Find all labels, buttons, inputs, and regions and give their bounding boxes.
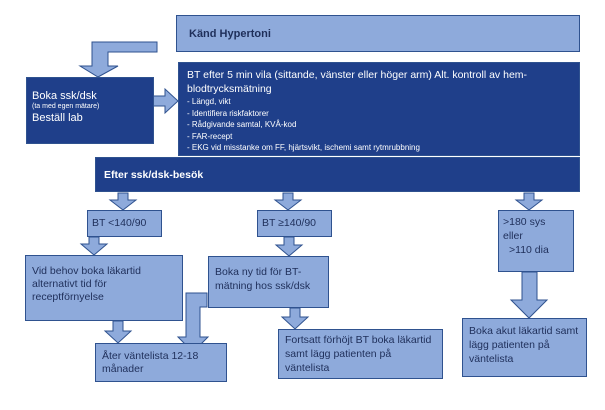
after-visit-label: Efter ssk/dsk-besök <box>104 169 204 181</box>
branch-low-label: BT <140/90 <box>92 217 147 229</box>
arrow-to-mid-branch <box>273 192 303 211</box>
left-box-line3: Beställ lab <box>32 112 83 124</box>
outcome-new-time-box: Boka ny tid för BT-mätning hos ssk/dsk <box>208 256 329 308</box>
arrow-header-to-left-box <box>78 41 158 78</box>
outcome-persistent-box: Fortsatt förhöjt BT boka läkartid samt l… <box>278 329 443 379</box>
outcome-waitlist-text: Åter väntelista 12-18 månader <box>102 350 199 375</box>
branch-high-box: >180 sys eller >110 dia <box>498 210 574 272</box>
left-box-line1: Boka ssk/dsk <box>32 90 97 102</box>
left-box-line2: (ta med egen mätare) <box>32 103 100 110</box>
branch-mid-label: BT ≥140/90 <box>262 217 317 229</box>
branch-high-line3: >110 dia <box>509 244 549 256</box>
branch-high-line2: eller <box>503 230 523 242</box>
after-visit-bar: Efter ssk/dsk-besök <box>95 157 580 192</box>
header-box: Känd Hypertoni <box>176 15 580 52</box>
arrow-low-to-book-doctor <box>79 236 109 256</box>
left-box: Boka ssk/dsk (ta med egen mätare) Bestäl… <box>26 77 154 144</box>
main-box-item: - FAR-recept <box>187 131 233 141</box>
outcome-urgent-text: Boka akut läkartid samt lägg patienten p… <box>469 325 579 365</box>
arrow-to-low-branch <box>108 192 138 211</box>
branch-high-line1: >180 sys <box>503 216 546 228</box>
outcome-urgent-box: Boka akut läkartid samt lägg patienten p… <box>462 318 587 377</box>
outcome-book-doctor-text: Vid behov boka läkartid alternativt tid … <box>32 265 141 303</box>
arrow-new-time-to-persistent <box>280 307 310 330</box>
outcome-waitlist-box: Åter väntelista 12-18 månader <box>95 343 227 382</box>
outcome-persistent-text: Fortsatt förhöjt BT boka läkartid samt l… <box>285 334 432 374</box>
main-box: BT efter 5 min vila (sittande, vänster e… <box>178 62 580 156</box>
header-label: Känd Hypertoni <box>189 28 271 40</box>
branch-mid-box: BT ≥140/90 <box>257 210 332 237</box>
main-box-item: - Rådgivande samtal, KVÅ-kod <box>187 120 297 129</box>
main-box-title: BT efter 5 min vila (sittande, vänster e… <box>187 69 528 95</box>
arrow-to-high-branch <box>514 192 544 211</box>
arrow-book-doctor-to-waitlist <box>103 320 133 344</box>
main-box-item: - Längd, vikt <box>187 97 231 106</box>
outcome-book-doctor-box: Vid behov boka läkartid alternativt tid … <box>25 255 183 321</box>
main-box-item: - EKG vid misstanke om FF, hjärtsvikt, i… <box>187 143 420 152</box>
arrow-high-to-urgent <box>509 271 549 319</box>
arrow-mid-to-new-time <box>274 236 304 257</box>
branch-low-box: BT <140/90 <box>87 210 162 237</box>
outcome-new-time-text: Boka ny tid för BT-mätning hos ssk/dsk <box>215 266 311 292</box>
main-box-item: - Identifiera riskfaktorer <box>187 108 269 118</box>
arrow-left-box-to-main <box>149 87 179 115</box>
